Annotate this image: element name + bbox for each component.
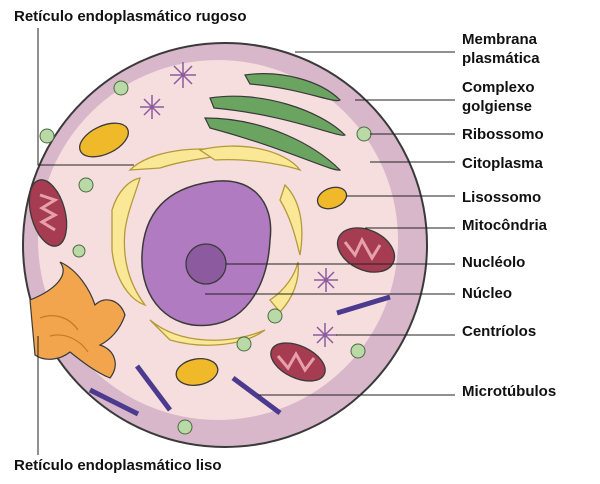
ribosomes [39, 80, 372, 435]
label-rough-er: Retículo endoplasmático rugoso [14, 8, 247, 25]
nucleolus [185, 243, 227, 285]
label-centriolos: Centríolos [462, 323, 537, 340]
label-nucleolo: Nucléolo [462, 254, 526, 271]
label-nucleo: Núcleo [462, 285, 513, 302]
smooth-er [29, 261, 126, 379]
microtubules [88, 294, 391, 417]
label-membrana: Membrana plasmática [462, 31, 540, 67]
rough-er [111, 145, 303, 346]
label-microtubulos: Microtúbulos [462, 383, 557, 400]
lysosomes [79, 122, 348, 386]
label-ribossomo: Ribossomo [462, 126, 544, 143]
label-mitocondria: Mitocôndria [462, 217, 547, 234]
mitochondria [28, 179, 396, 382]
leader-lines [37, 28, 455, 455]
centrioles [140, 62, 338, 347]
golgi-complex [204, 73, 347, 171]
label-smooth-er: Retículo endoplasmático liso [14, 457, 222, 474]
label-citoplasma: Citoplasma [462, 155, 543, 172]
label-complexo: Complexo golgiense [462, 79, 535, 115]
label-lisossomo: Lisossomo [462, 189, 542, 206]
